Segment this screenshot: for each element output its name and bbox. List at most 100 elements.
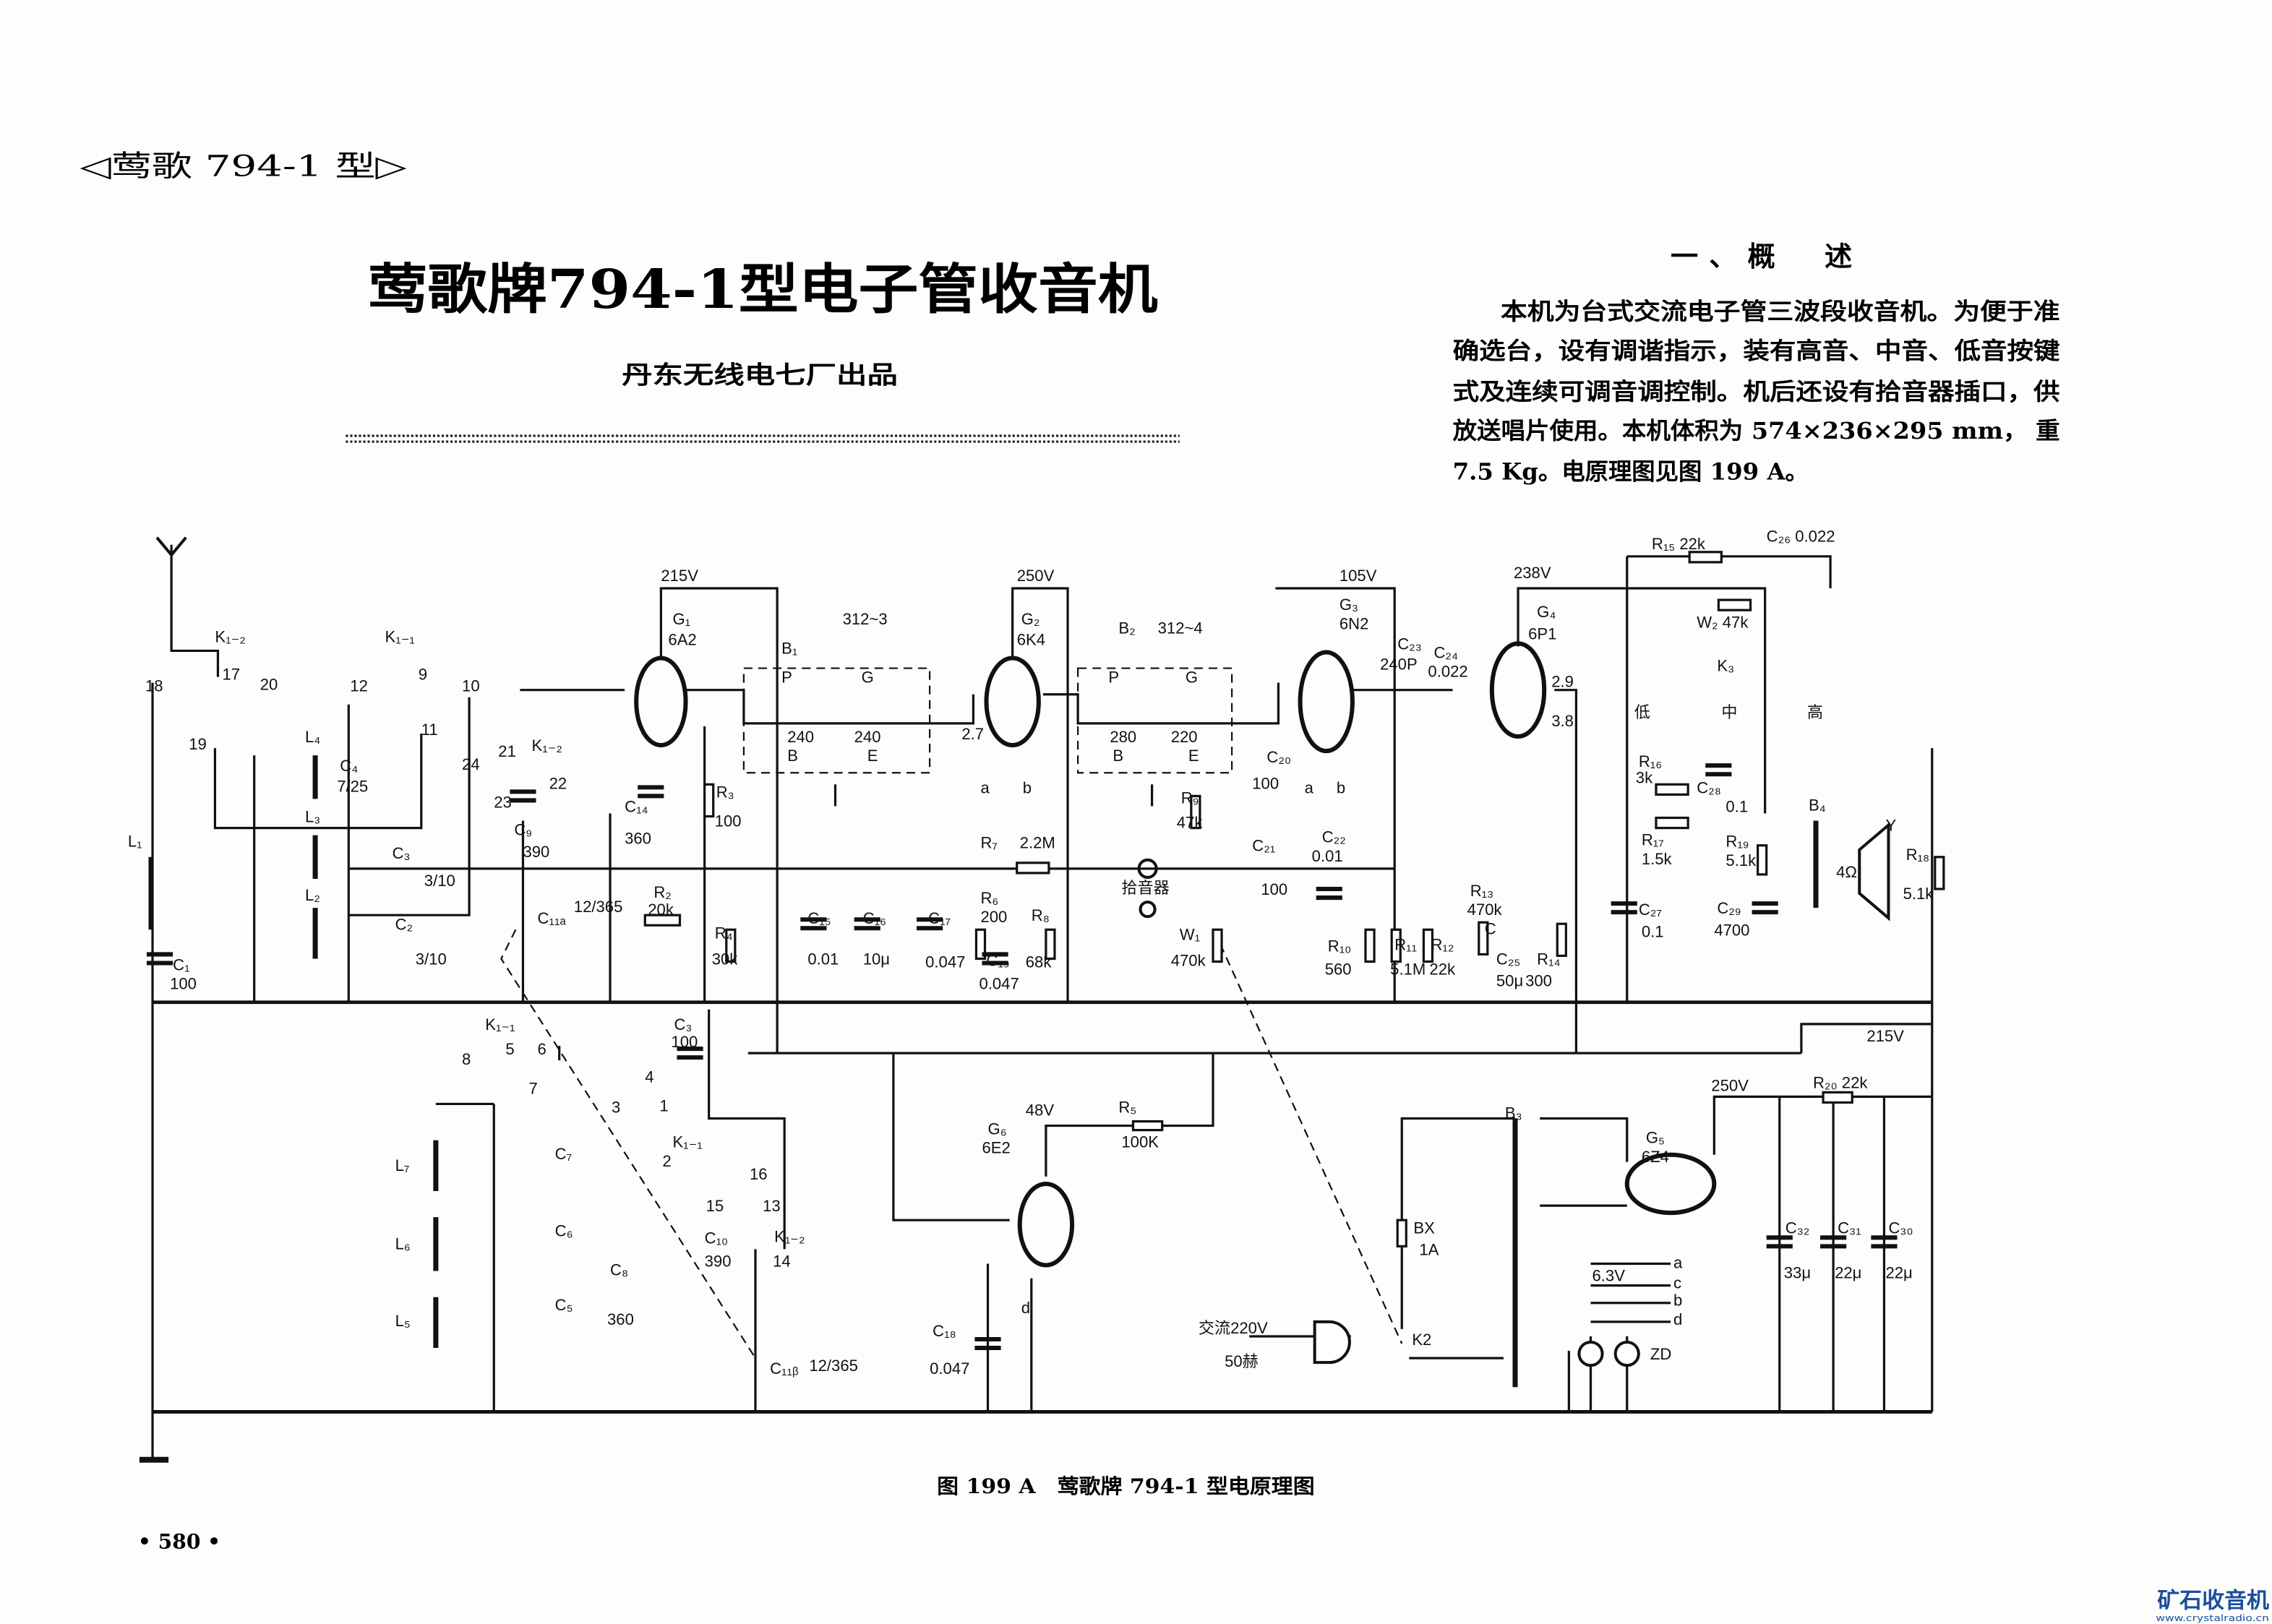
- schematic-label: 6P1: [1528, 624, 1556, 643]
- wire: [659, 587, 779, 1054]
- resistor: [1655, 816, 1689, 830]
- schematic-label: C₁₄: [625, 798, 648, 816]
- schematic-label: 拾音器: [1121, 879, 1169, 897]
- schematic-label: 5.1k: [1726, 851, 1757, 869]
- schematic-label: b: [1023, 778, 1032, 796]
- schematic-label: 33μ: [1784, 1264, 1811, 1282]
- schematic-label: 0.022: [1428, 663, 1467, 681]
- schematic-label: BX: [1413, 1219, 1435, 1237]
- schematic-label: Y: [1885, 817, 1896, 835]
- schematic-label: C₁₁ₐ: [538, 909, 567, 927]
- resistor: [1390, 928, 1402, 963]
- schematic-label: 48V: [1026, 1101, 1055, 1120]
- tube-g1: [634, 656, 688, 748]
- wire: [1517, 587, 1767, 814]
- speaker-icon: [1858, 822, 1890, 921]
- schematic-label: B₃: [1505, 1104, 1522, 1122]
- schematic-label: 2: [662, 1152, 671, 1170]
- schematic-label: C₂₁: [1252, 837, 1275, 855]
- schematic-label: 20: [260, 676, 278, 694]
- schematic-label: R₁₆: [1639, 752, 1662, 770]
- schematic-label: 215V: [661, 567, 698, 585]
- schematic-label: G₄: [1537, 603, 1556, 621]
- resistor: [1212, 928, 1223, 963]
- schematic-label: K₁₋₂: [774, 1227, 805, 1245]
- schematic-label: G₅: [1646, 1129, 1665, 1147]
- schematic-label: L₂: [305, 886, 320, 904]
- schematic-label: 11: [421, 721, 438, 739]
- resistor: [1478, 921, 1489, 956]
- schematic-label: L₅: [395, 1312, 411, 1330]
- wire: [1400, 1117, 1516, 1329]
- page-title: 莺歌牌794-1型电子管收音机: [367, 257, 1157, 321]
- schematic-label: 390: [705, 1253, 732, 1271]
- schematic-label: R₆: [980, 889, 998, 907]
- schematic-label: 0.047: [979, 975, 1019, 993]
- resistor: [1717, 598, 1752, 611]
- schematic-label: 280: [1110, 728, 1136, 746]
- schematic-label: L₄: [305, 728, 320, 746]
- schematic-label: 0.047: [925, 953, 965, 971]
- wire: [1045, 1053, 1214, 1177]
- wire: [1554, 689, 1578, 1054]
- tube-g5: [1624, 1152, 1717, 1216]
- wire: [1540, 1117, 1629, 1162]
- schematic-label: d: [1021, 1299, 1030, 1317]
- pickup-jack: [1139, 901, 1157, 919]
- schematic-label: 高: [1807, 703, 1823, 721]
- schematic-label: C₁₀: [705, 1229, 729, 1247]
- pilot-lamp: [1577, 1340, 1604, 1367]
- schematic-label: 13: [763, 1197, 781, 1215]
- schematic-label: P: [1108, 669, 1119, 687]
- schematic-label: R₂₀ 22k: [1813, 1073, 1868, 1091]
- schematic-label: R₇: [980, 834, 998, 852]
- page-number: • 580 •: [138, 1529, 220, 1553]
- schematic-label: L₆: [395, 1234, 411, 1253]
- wire: [348, 697, 471, 916]
- schematic-label: 100: [1261, 880, 1287, 898]
- schematic-label: R₁₁: [1394, 935, 1417, 953]
- schematic-label: 20k: [648, 901, 674, 919]
- resistor: [725, 928, 737, 963]
- schematic-label: C₂₈: [1697, 778, 1721, 796]
- schematic-label: 215V: [1866, 1027, 1904, 1045]
- schematic-label: C₂₇: [1639, 901, 1662, 919]
- schematic-label: B: [1113, 747, 1123, 765]
- schematic-label: ZD: [1650, 1345, 1671, 1363]
- schematic-label: L₁: [128, 833, 142, 851]
- schematic-label: 6K4: [1017, 630, 1045, 648]
- schematic-label: 0.01: [1312, 847, 1343, 865]
- schematic-label: 4: [645, 1067, 653, 1086]
- resistor: [1396, 1219, 1407, 1247]
- schematic-label: E: [1188, 747, 1199, 765]
- schematic-label: 12/365: [574, 898, 623, 916]
- schematic-label: K2: [1412, 1331, 1431, 1349]
- schematic-label: C₂₃: [1397, 635, 1422, 653]
- schematic-label: d: [1673, 1310, 1682, 1328]
- schematic-label: 6Z4: [1642, 1148, 1669, 1166]
- resistor: [1556, 922, 1567, 958]
- schematic-label: C₂: [395, 915, 413, 933]
- schematic-label: 3: [612, 1098, 620, 1116]
- wire: [1626, 555, 1832, 589]
- schematic-label: 6: [538, 1040, 546, 1058]
- resistor: [1190, 794, 1201, 830]
- schematic-label: R₁₈: [1906, 846, 1930, 864]
- schematic-label: 0.047: [930, 1359, 969, 1378]
- schematic-label: 50μ: [1496, 972, 1523, 990]
- wire: [1800, 1023, 1932, 1054]
- wire: [1275, 587, 1396, 1002]
- wire: [170, 544, 220, 677]
- schematic-label: 250V: [1017, 567, 1055, 585]
- schematic-label: 6N2: [1339, 614, 1369, 632]
- schematic-label: 14: [773, 1253, 791, 1271]
- schematic-label: 3/10: [424, 872, 455, 890]
- schematic-label: C: [1485, 919, 1496, 937]
- schematic-label: 200: [980, 908, 1007, 926]
- schematic-label: 3/10: [416, 950, 447, 968]
- schematic-label: R₉: [1181, 789, 1199, 807]
- schematic-label: C₅: [555, 1296, 573, 1314]
